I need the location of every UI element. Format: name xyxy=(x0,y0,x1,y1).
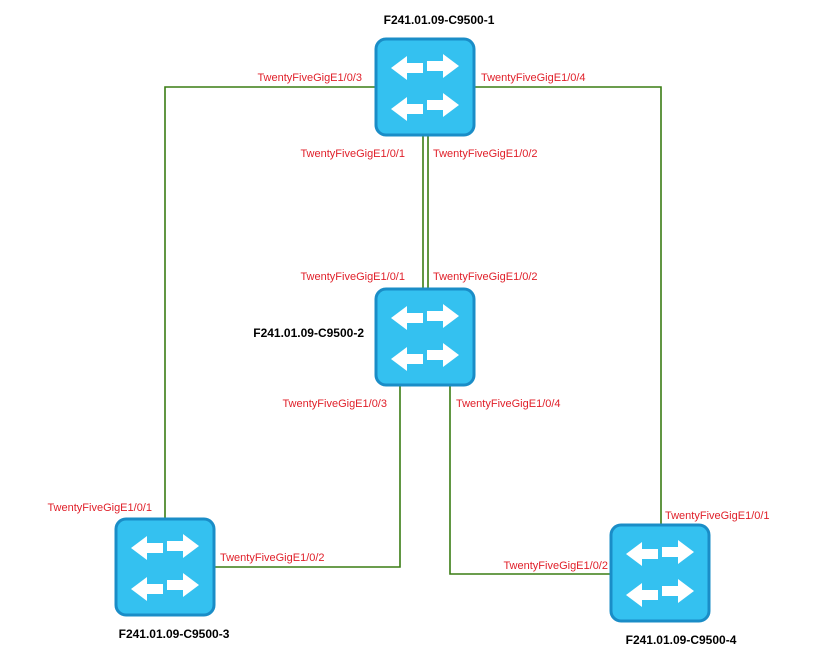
nodes-layer: F241.01.09-C9500-1 F241.01.09-C9500-2 F2… xyxy=(114,13,737,647)
links-layer xyxy=(164,86,662,575)
network-switch-icon xyxy=(114,517,216,617)
link-sw2-sw3[interactable] xyxy=(214,385,401,568)
port-label-sw2-port2: TwentyFiveGigE1/0/2 xyxy=(433,271,538,283)
node-label-sw3: F241.01.09-C9500-3 xyxy=(119,627,230,641)
link-sw2-sw4[interactable] xyxy=(449,385,611,575)
network-switch-icon xyxy=(374,37,476,137)
port-label-sw3-port2: TwentyFiveGigE1/0/2 xyxy=(220,552,325,564)
switch-node-sw1[interactable]: F241.01.09-C9500-1 xyxy=(374,13,495,137)
port-label-sw2-port3: TwentyFiveGigE1/0/3 xyxy=(282,398,387,410)
network-switch-icon xyxy=(374,287,476,387)
switch-node-sw4[interactable]: F241.01.09-C9500-4 xyxy=(609,523,737,647)
node-label-sw4: F241.01.09-C9500-4 xyxy=(626,633,737,647)
switch-node-sw2[interactable]: F241.01.09-C9500-2 xyxy=(253,287,476,387)
port-label-sw3-port1: TwentyFiveGigE1/0/1 xyxy=(47,502,152,514)
port-label-sw4-port1: TwentyFiveGigE1/0/1 xyxy=(665,510,770,522)
port-label-sw1-port1: TwentyFiveGigE1/0/1 xyxy=(300,148,405,160)
link-sw1-sw4[interactable] xyxy=(474,86,662,525)
port-labels-layer: TwentyFiveGigE1/0/3 TwentyFiveGigE1/0/4 … xyxy=(47,72,769,572)
port-label-sw4-port2: TwentyFiveGigE1/0/2 xyxy=(503,560,608,572)
port-label-sw1-port2: TwentyFiveGigE1/0/2 xyxy=(433,148,538,160)
link-sw1-sw3[interactable] xyxy=(164,86,376,519)
port-label-sw2-port1: TwentyFiveGigE1/0/1 xyxy=(300,271,405,283)
port-label-sw2-port4: TwentyFiveGigE1/0/4 xyxy=(456,398,561,410)
switch-node-sw3[interactable]: F241.01.09-C9500-3 xyxy=(114,517,230,641)
network-switch-icon xyxy=(609,523,711,623)
node-label-sw1: F241.01.09-C9500-1 xyxy=(384,13,495,27)
node-label-sw2: F241.01.09-C9500-2 xyxy=(253,326,364,340)
port-label-sw1-port4: TwentyFiveGigE1/0/4 xyxy=(481,72,586,84)
port-label-sw1-port3: TwentyFiveGigE1/0/3 xyxy=(257,72,362,84)
